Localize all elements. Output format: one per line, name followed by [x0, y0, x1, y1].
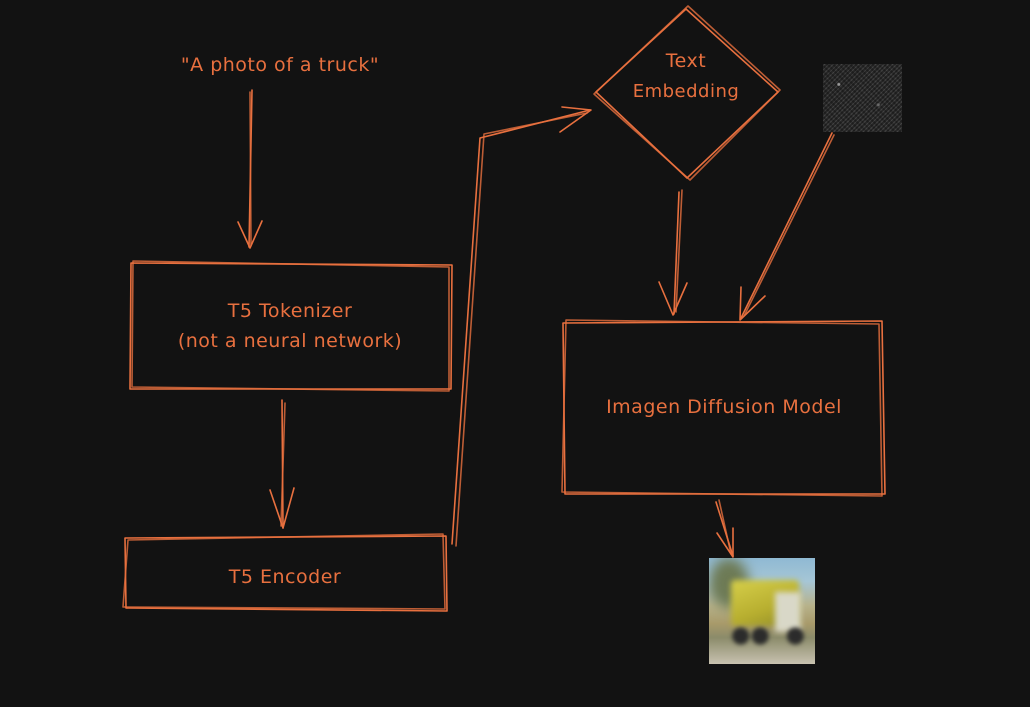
- noise-image: [823, 64, 902, 132]
- embedding-label-line2: Embedding: [632, 81, 740, 102]
- tokenizer-label-line1: T5 Tokenizer: [227, 300, 353, 322]
- truck-image-wheels: [729, 626, 807, 646]
- embedding-label-line1: Text: [665, 50, 707, 72]
- embedding-diamond: [593, 5, 781, 181]
- arrow-model-to-output: [715, 499, 734, 558]
- arrow-noise-to-model: [739, 132, 835, 321]
- encoder-label: T5 Encoder: [228, 566, 342, 588]
- arrow-encoder-to-embedding: [451, 106, 592, 547]
- truck-image: [709, 558, 815, 664]
- prompt-label: "A photo of a truck": [180, 54, 380, 76]
- arrow-tokenizer-to-encoder: [269, 399, 295, 529]
- model-label: Imagen Diffusion Model: [606, 396, 842, 418]
- tokenizer-box: [129, 260, 453, 392]
- encoder-box: [122, 533, 448, 612]
- arrow-embedding-to-model: [658, 189, 688, 316]
- arrow-prompt-to-tokenizer: [237, 89, 263, 249]
- tokenizer-label-line2: (not a neural network): [177, 330, 403, 352]
- truck-image-cab: [775, 592, 801, 632]
- model-box: [561, 319, 886, 497]
